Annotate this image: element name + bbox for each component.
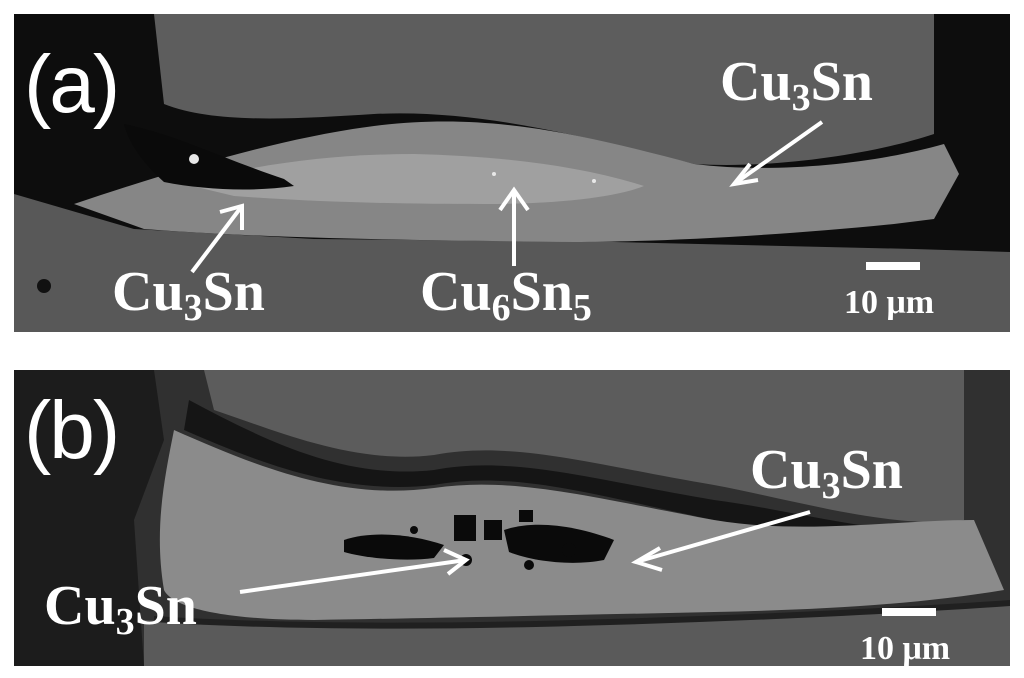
panel-label-b: (b) (24, 385, 120, 476)
phase-label-b-top-right: Cu3Sn (750, 439, 903, 507)
scale-label-b: 10 μm (860, 630, 951, 666)
arrow-a-bottom-left (190, 203, 244, 274)
arrow-a-bottom-center (498, 186, 530, 266)
arrow-b-top-right (631, 510, 811, 572)
phase-label-a-bottom-left: Cu3Sn (112, 261, 265, 329)
arrow-b-bottom-left (239, 548, 470, 594)
phase-label-b-bottom-left: Cu3Sn (44, 575, 197, 643)
micrograph-panel-a: (a) Cu3Sn Cu3Sn Cu6Sn5 10 μm (14, 14, 1010, 332)
scale-label-a: 10 μm (844, 284, 935, 321)
scale-bar-a (866, 262, 920, 270)
scale-bar-b (882, 608, 936, 616)
micrograph-a-image (14, 14, 1010, 332)
panel-label-a: (a) (24, 39, 120, 130)
phase-label-a-bottom-center: Cu6Sn5 (420, 261, 592, 329)
phase-label-a-top-right: Cu3Sn (720, 51, 873, 119)
arrow-a-top-right (729, 120, 824, 187)
micrograph-b-image (14, 370, 1010, 666)
micrograph-panel-b: (b) Cu3Sn Cu3Sn 10 μm (14, 370, 1010, 666)
